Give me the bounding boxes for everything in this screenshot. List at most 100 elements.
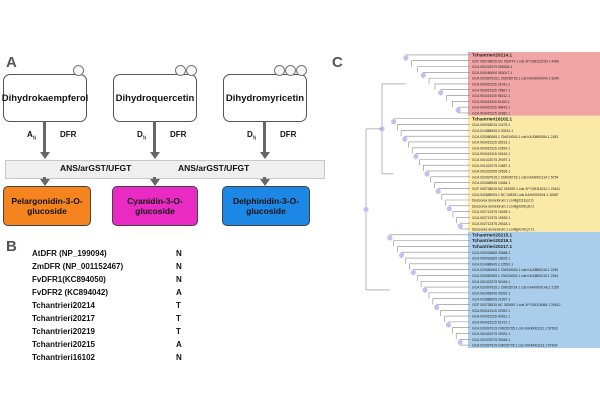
tree-leaf-label: GCA 020397915 CM035705.1 cds KAH0001112.… [472,326,558,330]
arrow-down-icon [149,179,160,186]
alignment-residue: T [176,301,181,310]
clade-band-red [468,52,600,116]
tree-leaf-label: Dioscorea dumetorum.1 contig0118.p2.t1 [472,199,534,203]
tree-leaf-label: GCA 020397915 CM035705.1 cds KAH0001113.… [472,344,558,348]
tree-leaf-label-highlight: Tchantrieri20219.1 [472,238,512,243]
tree-leaf-label: GCA 001022075 055338.1 [472,65,512,69]
arrow-down-icon [39,179,50,186]
alignment-residue: T [176,327,181,336]
tree-leaf-label: GCF 000738915 NC 052490.1 cds XP 0391180… [472,303,561,307]
tree-leaf-label: GCA 903415115 51372.1 [472,320,510,324]
tree-leaf-label: GCA 903415115 40261.1 [472,315,510,319]
arrow-shaft [153,177,156,180]
tree-leaf-label: GCA 903415115 23254.1 [472,146,510,150]
bootstrap-node-icon [446,206,452,212]
bootstrap-node-icon [435,188,441,194]
tree-leaf-label: GCA 014388945.3 23591.1 [472,262,513,266]
hydroxyl-circle-icon [175,65,186,76]
tree-leaf-label: GCA 020397915.1 CM035715.1 cds KAH000004… [472,77,559,81]
tree-leaf-label: GCF 000738915 NC 052474.1 cds XP 0391222… [472,59,559,63]
tree-leaf-label: GCA 000018665 18625.1 [472,257,510,261]
arrow-shaft [43,177,46,180]
bootstrap-node-icon [445,322,451,328]
bootstrap-node-icon [420,72,426,78]
arrow-shaft [43,121,46,153]
alignment-row-name: AtDFR (NP_199094) [32,249,107,258]
tree-leaf-label-highlight: Tchantrieri20215.1 [472,232,512,237]
alignment-residue: N [176,275,182,284]
tree-leaf-label-highlight: Tchantrieri16102.1 [472,116,512,121]
alignment-residue: N [176,353,182,362]
product-pelargonidin: Pelargonidin-3-O-glucoside [3,186,91,226]
hydroxyl-circle-icon [285,65,296,76]
ans-label: ANS/arGST/UFGT [178,163,250,173]
bootstrap-node-icon [402,136,408,142]
tree-leaf-label: GCA 001022075 25446.1 [472,338,510,342]
tree-leaf-label: GCA 903415115 42443.1 [472,152,510,156]
tree-leaf-label: GCA 002888005 21997.1 [472,297,510,301]
substrate-dihydrokaempferol: Dihydrokaempferol [2,74,88,122]
tree-leaf-label: GCA 903415115 31682.1 [472,112,510,116]
product-cyanidin: Cyanidin-3-O-glucoside [112,186,198,226]
tree-leaf-label: GCA 002468945 05092.1 [472,291,510,295]
bootstrap-node-icon [363,206,369,213]
residue-label: AN [27,130,37,142]
alignment-residue: N [176,262,182,271]
alignment-row-name: Tchantrieri20219 [32,327,95,336]
alignment-row-name: Tchantrieri20214 [32,301,95,310]
panel-label-b: B [6,238,17,255]
arrow-shaft [263,121,266,153]
tree-leaf-label: GCA 903415115 32613.1 [472,141,510,145]
alignment-row-name: FvDFR1(KC894050) [32,275,106,284]
arrow-down-icon [39,152,50,159]
alignment-row-name: Tchantrieri20215 [32,340,95,349]
tree-leaf-label: Dioscorea dumetorum.1 contig0306.p6.t1 [472,204,534,208]
panel-label-a: A [6,54,17,71]
tree-leaf-label: GCA 020397915.1 CM035714.1 cds KAH000014… [472,286,559,290]
tree-leaf-label: GCA 020080065.1 CM034016.1 cds KAJ086008… [472,135,558,139]
tree-leaf-label: GCA 903415115 22392.1 [472,309,510,313]
tree-leaf-label-highlight: Tchantrieri20217.1 [472,244,512,249]
tree-leaf-label: GCA 002468945 13464.1 [472,181,510,185]
alignment-row-name: FvDFR2 (KC894042) [32,288,109,297]
tree-leaf-label: GCA 903415115 38443.1 [472,106,510,110]
tree-leaf-label: GCA 903415115 51163.1 [472,100,510,104]
tree-leaf-label: GCA 903415115 56312.1 [472,94,510,98]
tree-leaf-label: GCA 001022055 29536.1 [472,170,510,174]
arrow-down-icon [259,152,270,159]
tree-leaf-label: GCA 020080065.1 CM034016.1 cds KAJ086001… [472,274,558,278]
dfr-label: DFR [170,130,187,139]
tree-leaf-label: GCA 001022075 52446.1 [472,280,510,284]
alignment-residue: A [176,340,182,349]
alignment-row-name: Tchantrieri16102 [32,353,95,362]
tree-leaf-label: GCA 000018665 25688.1 [472,251,510,255]
clade-band-yellow [468,115,600,232]
substrate-dihydroquercetin: Dihydroquercetin [113,74,197,122]
bootstrap-node-icon [422,287,428,293]
alignment-residue: T [176,314,181,323]
tree-leaf-label: GCA 000018015 10278.1 [472,123,510,127]
residue-label: DN [137,130,147,142]
hydroxyl-circle-icon [296,65,307,76]
bootstrap-node-icon [410,269,416,276]
bootstrap-node-icon [424,171,430,177]
bootstrap-node-icon [457,339,463,345]
tree-leaf-label: GCA 002712375 29418.1 [472,222,510,226]
tree-leaf-label: GCA 903415115 21041.1 [472,83,510,87]
arrow-shaft [263,177,266,180]
tree-leaf-label: GCA 020397915.1 CM035718.1 cds KAH000111… [472,175,559,179]
bootstrap-node-icon [438,90,444,96]
alignment-row-name: ZmDFR (NP_001152467) [32,262,124,271]
substrate-dihydromyricetin: Dihydromyricetin [223,74,307,122]
bootstrap-node-icon [413,153,419,160]
hydroxyl-circle-icon [274,65,285,76]
hydroxyl-circle-icon [186,65,197,76]
tree-leaf-label: GCA 014388945.3 53161.1 [472,129,513,133]
bootstrap-node-icon [457,223,463,229]
arrow-down-icon [149,152,160,159]
tree-leaf-label: GCF 000738915 NC 052490.1 cds XP 0391162… [472,187,560,191]
alignment-residue: A [176,288,182,297]
hydroxyl-circle-icon [73,65,84,76]
residue-label: DN [247,130,257,142]
tree-leaf-label: GCA 002712375 15530.1 [472,216,510,220]
